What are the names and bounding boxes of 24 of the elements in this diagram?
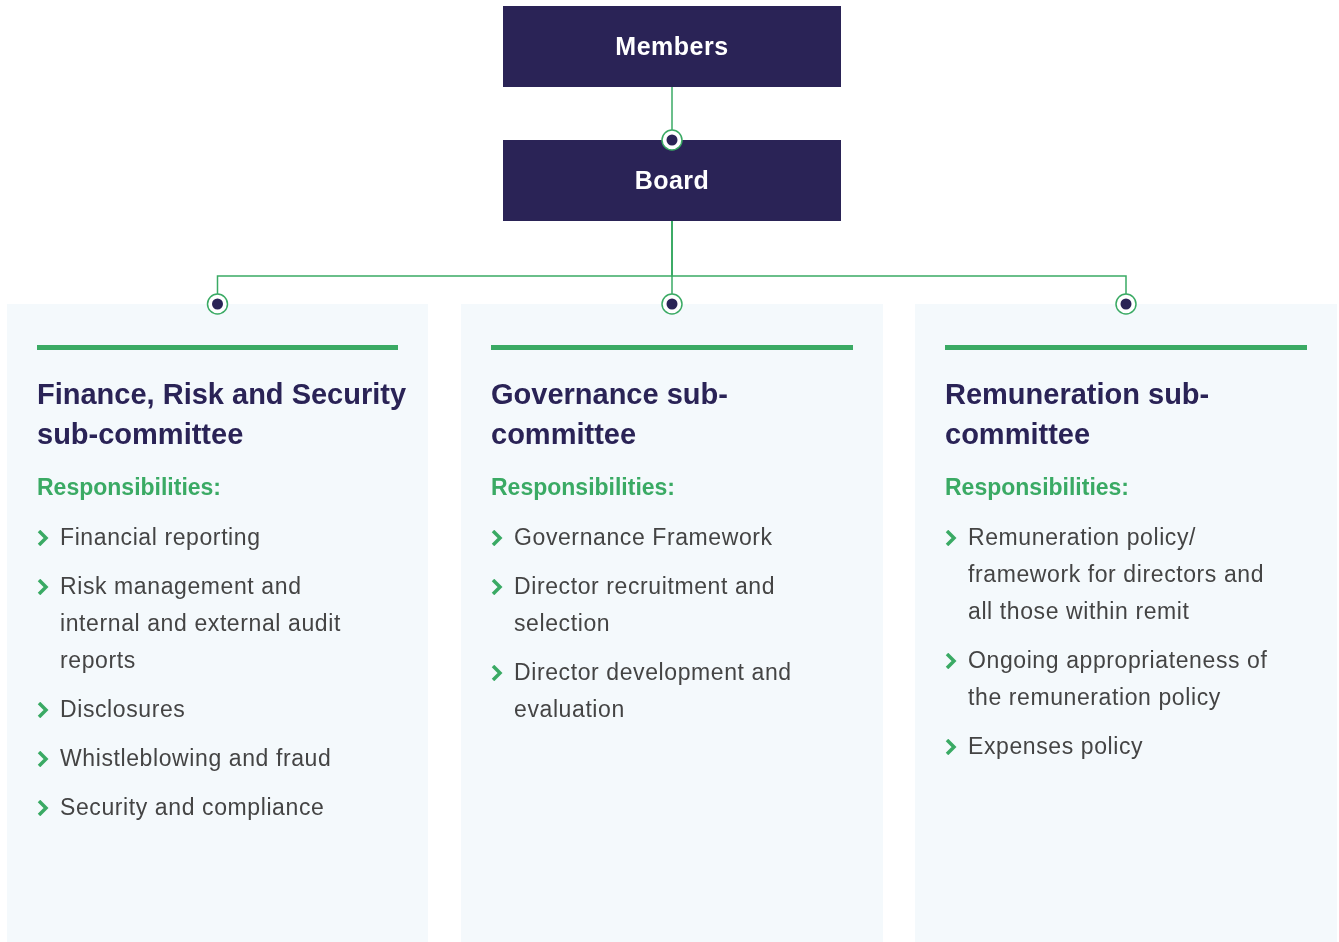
org-box: Board [503, 140, 841, 221]
committee-heading: Governance sub-committee [491, 377, 729, 452]
responsibility-item: Governance Framework [514, 523, 773, 552]
responsibility-item: Financial reporting [60, 523, 261, 552]
responsibility-item: Disclosures [60, 695, 186, 724]
responsibility-item: Ongoing appropriateness of the remuneration policy [968, 646, 1269, 712]
responsibility-item: Expenses policy [968, 732, 1144, 761]
committee-panel [461, 304, 883, 942]
committee-panel [915, 304, 1337, 942]
committee-heading: Remuneration sub-committee [945, 377, 1211, 452]
section-heading: Responsibilities: [37, 474, 223, 501]
connector-line [671, 220, 1137, 315]
responsibility-item: Director development and evaluation [514, 658, 793, 724]
responsibility-item: Director recruitment and selection [514, 572, 777, 638]
responsibility-item: Whistleblowing and fraud [60, 744, 332, 773]
responsibility-item: Security and compliance [60, 793, 325, 822]
responsibility-item: Remuneration policy/ framework for directors and all those within remit [968, 523, 1266, 626]
responsibility-item: Risk management and internal and external audit reports [60, 572, 342, 675]
connector-line [661, 86, 683, 151]
section-heading: Responsibilities: [491, 474, 677, 501]
org-box: Members [503, 6, 841, 87]
committee-panel [7, 304, 428, 942]
section-heading: Responsibilities: [945, 474, 1131, 501]
committee-heading: Finance, Risk and Security sub-committee [37, 377, 407, 452]
